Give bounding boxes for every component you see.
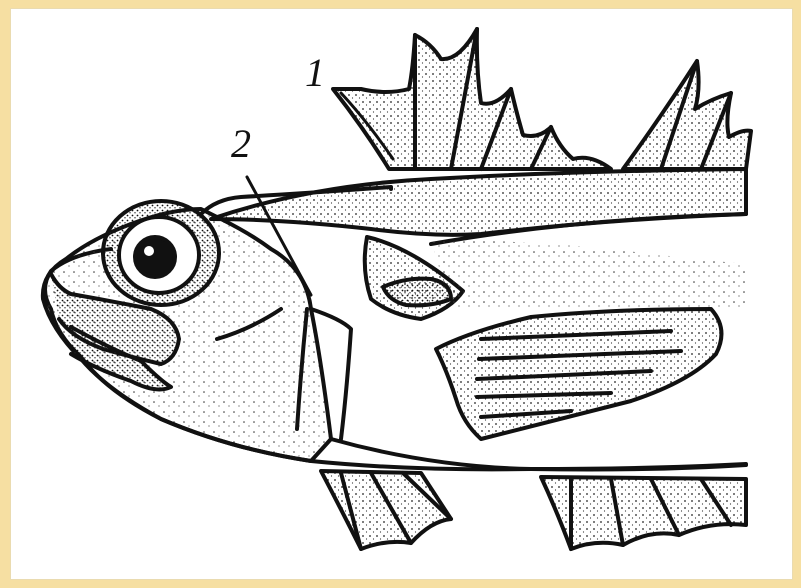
anal-fin	[541, 477, 746, 549]
dorsal-fin-second	[623, 61, 751, 169]
illustration-frame: 1 2	[10, 8, 793, 580]
label-2: 2	[231, 124, 251, 164]
fish-illustration	[11, 9, 792, 579]
label-1: 1	[305, 53, 325, 93]
pelvic-fin	[321, 471, 451, 549]
fish-eye	[103, 201, 219, 305]
pectoral-fin	[436, 309, 721, 439]
fish-back	[211, 169, 746, 235]
dorsal-fin-first	[333, 29, 611, 169]
